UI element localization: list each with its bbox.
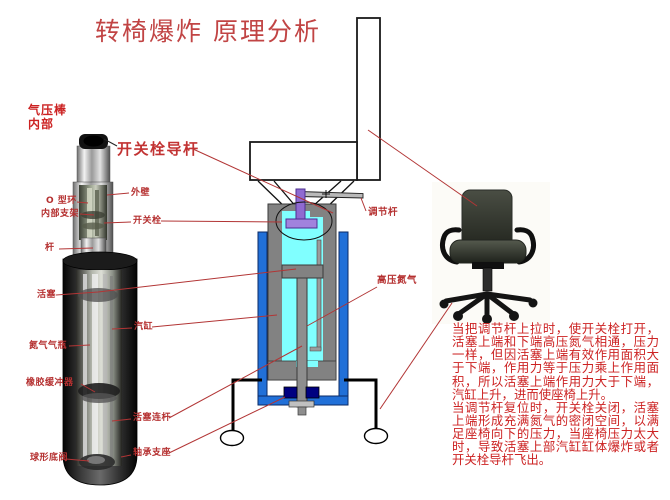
chair-backrest xyxy=(461,189,513,248)
label-piston: 活塞 xyxy=(37,290,57,300)
detail-circle xyxy=(275,201,333,241)
schematic-chair xyxy=(249,17,381,212)
gas-rod-caption: 气压棒 内部 xyxy=(28,103,68,132)
label-hp-nitrogen: 高压氮气 xyxy=(377,275,418,286)
label-switch-pin-guide-rod: 开关栓导杆 xyxy=(117,140,200,158)
lever-pivot-cross xyxy=(322,190,330,198)
chair-column xyxy=(482,267,493,292)
bearing-block-left xyxy=(283,386,298,399)
bottom-flange xyxy=(288,400,315,408)
label-piston-link-rod: 活塞连杆 xyxy=(133,413,172,423)
adjust-lever-bar xyxy=(298,191,364,199)
explanation-paragraph-1: 当把调节杆上拉时，使开关栓打开，活塞上端和下端高压氮气相通，压力一样，但因活塞上… xyxy=(452,321,659,402)
schematic-backrest xyxy=(356,17,381,181)
explanation-text: 当把调节杆上拉时，使开关栓打开，活塞上端和下端高压氮气相通，压力一样，但因活塞上… xyxy=(452,322,659,467)
label-nitrogen-bottle: 氮气气瓶 xyxy=(29,341,68,351)
label-inner-bracket: 内部支架 xyxy=(41,209,80,219)
piston-bar xyxy=(281,264,324,279)
switch-pin-guide-rod-part xyxy=(295,188,306,222)
right-wheel xyxy=(363,427,389,445)
label-adjust-lever: 调节杆 xyxy=(368,207,399,218)
page-title: 转椅爆炸 原理分析 xyxy=(95,17,321,46)
gas-rod-caption-line1: 气压棒 xyxy=(28,103,68,117)
label-ball-bottom-valve: 球形底阀 xyxy=(30,453,69,463)
annotation-lines xyxy=(55,129,478,462)
chair-armrest-left xyxy=(440,227,462,265)
label-bearing-support: 轴承支座 xyxy=(133,448,172,458)
chair-casters xyxy=(439,298,538,324)
label-switch-pin: 开关栓 xyxy=(133,216,162,226)
mechanism-cross-section xyxy=(219,188,389,447)
base-legs xyxy=(219,378,389,447)
chair-seat xyxy=(449,239,527,264)
label-cylinder: 汽缸 xyxy=(134,322,154,332)
label-rod: 杆 xyxy=(45,243,55,253)
chair-armrest-right xyxy=(514,227,536,265)
label-rubber-buffer: 橡胶缓冲器 xyxy=(26,378,74,388)
label-o-ring: O 型环 xyxy=(46,196,77,206)
left-wheel xyxy=(219,429,245,447)
schematic-seat xyxy=(249,141,358,181)
bearing-block-right xyxy=(305,386,320,399)
chair-base xyxy=(443,291,533,319)
gas-cylinder-photo xyxy=(62,134,138,486)
office-chair-photo xyxy=(432,182,550,324)
explanation-paragraph-2: 当调节杆复位时，开关栓关闭，活塞上端形成充满氮气的密闭空间，以满足座椅向下的压力… xyxy=(452,399,659,468)
switch-pin-part xyxy=(285,218,318,229)
label-outer-wall: 外壁 xyxy=(131,188,151,198)
piston-rod xyxy=(296,277,308,408)
gas-rod-caption-line2: 内部 xyxy=(28,116,55,131)
gas-passage-tube xyxy=(316,239,322,351)
